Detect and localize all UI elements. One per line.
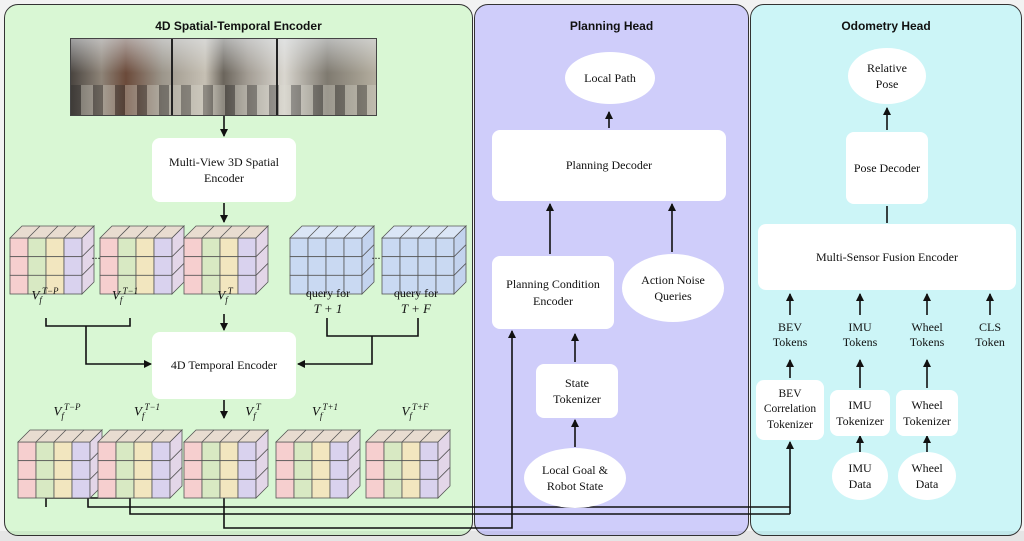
- label-vf-t-minus-1-bottom: VfT−1: [133, 402, 161, 421]
- action-noise-queries-node: Action Noise Queries: [622, 254, 724, 322]
- cls-token-label: CLS Token: [975, 320, 1005, 349]
- label-vf-t-minus-p-top: VfT−P: [31, 286, 59, 305]
- planning-decoder: Planning Decoder: [492, 130, 726, 201]
- wheel-tokens-label: Wheel Tokens: [909, 320, 945, 349]
- bev-tokens-label: BEV Tokens: [772, 320, 808, 349]
- 4d-temporal-encoder: 4D Temporal Encoder: [152, 332, 296, 399]
- label-vf-t-bottom: VfT: [245, 402, 261, 421]
- bev-correlation-tokenizer: BEV Correlation Tokenizer: [756, 380, 824, 440]
- planning-condition-encoder: Planning Condition Encoder: [492, 256, 614, 329]
- label-vf-t-plus-1-bottom: VfT+1: [311, 402, 339, 421]
- wheel-data-node: Wheel Data: [898, 452, 956, 500]
- pose-decoder: Pose Decoder: [846, 132, 928, 204]
- multi-sensor-fusion-encoder: Multi-Sensor Fusion Encoder: [758, 224, 1016, 290]
- label-vf-t-top: VfT: [217, 286, 233, 305]
- local-path-node: Local Path: [565, 52, 655, 104]
- local-goal-robot-state-node: Local Goal & Robot State: [524, 448, 626, 508]
- planning-panel-title: Planning Head: [569, 19, 654, 33]
- wheel-tokenizer: Wheel Tokenizer: [896, 390, 958, 436]
- odometry-panel-title: Odometry Head: [841, 19, 931, 33]
- encoder-panel-title: 4D Spatial-Temporal Encoder: [155, 19, 322, 33]
- label-vf-t-minus-p-bottom: VfT−P: [53, 402, 81, 421]
- ellipsis-right: ...: [371, 248, 381, 262]
- horizontal-scrollbar[interactable]: [0, 531, 1024, 541]
- label-vf-t-minus-1-top: VfT−1: [111, 286, 139, 305]
- relative-pose-node: Relative Pose: [848, 48, 926, 104]
- imu-tokens-label: IMU Tokens: [842, 320, 878, 349]
- multiview-3d-spatial-encoder: Multi-View 3D Spatial Encoder: [152, 138, 296, 202]
- state-tokenizer: State Tokenizer: [536, 364, 618, 418]
- imu-data-node: IMU Data: [832, 452, 888, 500]
- label-vf-t-plus-f-bottom: VfT+F: [401, 402, 429, 421]
- ellipsis-left: ...: [91, 248, 101, 262]
- imu-tokenizer: IMU Tokenizer: [830, 390, 890, 436]
- panorama-camera-image: [70, 38, 377, 116]
